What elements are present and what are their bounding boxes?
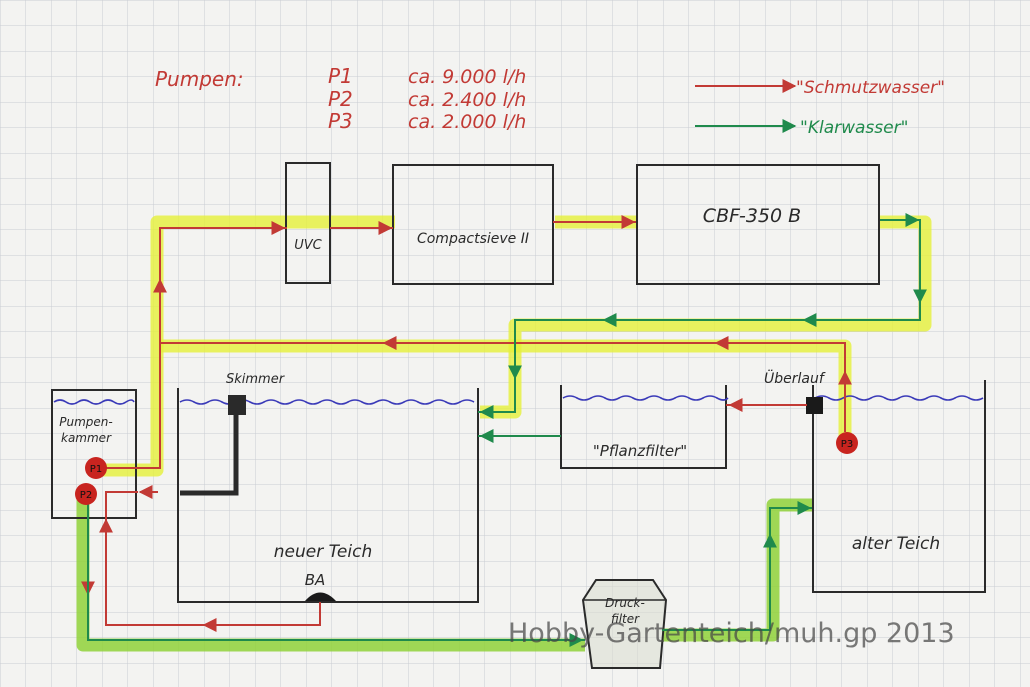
overflow-icon xyxy=(806,397,823,414)
cbf-filter-label: CBF-350 B xyxy=(703,205,801,227)
pump-id-p2: P2 xyxy=(328,87,353,111)
new-pond-label: neuer Teich xyxy=(274,542,372,562)
pump-p2-label: P2 xyxy=(80,490,92,501)
bottom-drain-icon xyxy=(305,592,336,601)
uvc-box xyxy=(285,162,331,284)
compact-sieve-label: Compactsieve II xyxy=(417,231,529,247)
dirty-water-arrows xyxy=(81,215,852,632)
pumps-label: Pumpen: xyxy=(155,67,244,91)
skimmer-icon xyxy=(228,395,246,415)
pump-chamber-label-2: kammer xyxy=(61,431,112,445)
pressure-filter-label-1: Druck- xyxy=(605,596,645,610)
clear-water-arrows xyxy=(479,213,927,647)
plant-filter-waterline xyxy=(562,395,729,401)
pump-flow-p1: ca. 9.000 l/h xyxy=(408,66,526,88)
pump-chamber-box xyxy=(51,389,137,519)
compact-sieve-box xyxy=(392,164,554,285)
pressure-filter-label-2: filter xyxy=(611,612,640,626)
skimmer-label: Skimmer xyxy=(226,372,286,387)
old-pond-waterline xyxy=(814,395,984,401)
watermark: Hobby-Gartenteich/muh.gp 2013 xyxy=(508,618,955,649)
old-pond-basin xyxy=(812,380,986,593)
pump-chamber-label-1: Pumpen- xyxy=(59,415,112,429)
overflow-label: Überlauf xyxy=(764,369,826,387)
bottom-drain-label: BA xyxy=(305,571,326,589)
pump-p3-marker xyxy=(836,432,858,454)
cbf-filter-box xyxy=(636,164,880,285)
pump-p2-marker xyxy=(75,483,97,505)
pump-chamber-waterline xyxy=(53,399,135,405)
new-pond-basin xyxy=(177,388,479,603)
uvc-label: UVC xyxy=(294,238,322,253)
pump-p1-label: P1 xyxy=(90,464,102,475)
legend-clear-label: "Klarwasser" xyxy=(800,118,908,138)
legend-dirty-label: "Schmutzwasser" xyxy=(796,78,945,98)
plant-filter-basin xyxy=(560,385,727,469)
pump-id-p1: P1 xyxy=(328,64,353,88)
green-highlight xyxy=(76,497,812,652)
pump-p1-marker xyxy=(85,457,107,479)
skimmer-pipe xyxy=(180,415,239,496)
pump-flow-p3: ca. 2.000 l/h xyxy=(408,111,526,133)
pump-p3-label: P3 xyxy=(841,439,853,450)
pump-flow-p2: ca. 2.400 l/h xyxy=(408,89,526,111)
plant-filter-label: "Pflanzfilter" xyxy=(593,442,687,460)
pump-id-p3: P3 xyxy=(328,109,353,133)
old-pond-label: alter Teich xyxy=(852,534,940,554)
